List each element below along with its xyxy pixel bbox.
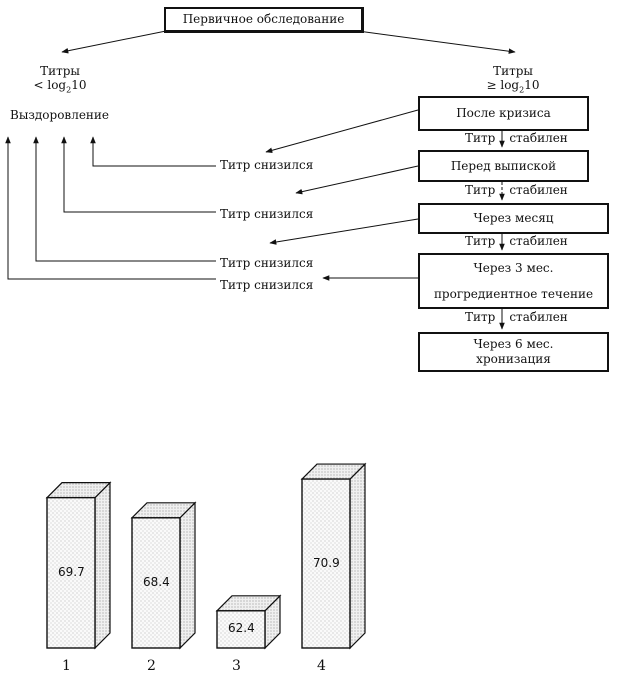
diagram-connectors xyxy=(5,30,516,330)
bar-side-1 xyxy=(94,481,111,650)
right-branch-line1: Титры xyxy=(493,64,533,78)
left-branch-line2: < log210 xyxy=(33,78,87,95)
bar-3 xyxy=(216,610,266,649)
return-line-2 xyxy=(61,136,216,213)
bar-value-label: 69.7 xyxy=(58,564,85,579)
bar-value-label: 70.9 xyxy=(313,555,340,570)
step-label: Через 6 мес. xyxy=(473,337,554,351)
step-label: хронизация xyxy=(476,352,551,366)
decreased-label-1: Титр снизился xyxy=(220,158,314,172)
arrow-step3-decrease xyxy=(269,218,419,245)
step-box-after-crisis: После кризиса xyxy=(418,96,589,131)
bar-side-4 xyxy=(349,462,366,650)
bar-category-label: 2 xyxy=(147,658,156,674)
step-box-six-months: Через 6 мес. хронизация xyxy=(418,332,609,372)
bar-category-label: 4 xyxy=(317,658,326,674)
step-label: прогредиентное течение xyxy=(433,286,594,301)
step-label: После кризиса xyxy=(456,106,551,120)
bar-4 xyxy=(301,478,351,649)
primary-examination-label: Первичное обследование xyxy=(182,12,345,26)
return-line-4 xyxy=(5,136,216,280)
step-label: Через месяц xyxy=(473,211,554,225)
arrow-root-right xyxy=(357,30,516,54)
return-line-1 xyxy=(90,136,216,167)
step-box-after-month: Через месяц xyxy=(418,203,609,234)
step-box-three-months: Через 3 мес. прогредиентное течение xyxy=(418,253,609,309)
arrow-step2-decrease xyxy=(295,165,419,195)
step-label: Через 3 мес. xyxy=(473,260,554,275)
decreased-label-3: Титр снизился xyxy=(220,256,314,270)
left-branch-label: Титры < log210 xyxy=(30,64,90,94)
recovery-label: Выздоровление xyxy=(10,108,110,122)
bar-2 xyxy=(131,517,181,649)
arrow-root-left xyxy=(61,30,167,54)
decreased-label-2: Титр снизился xyxy=(220,207,314,221)
step-box-before-discharge: Перед выпиской xyxy=(418,150,589,182)
bar-category-label: 3 xyxy=(232,658,241,674)
arrow-step1-decrease xyxy=(265,109,419,154)
left-branch-line1: Титры xyxy=(40,64,80,78)
bar-category-label: 1 xyxy=(62,658,71,674)
return-line-3 xyxy=(33,136,216,262)
bar-1 xyxy=(46,496,96,649)
decreased-label-4: Титр снизился xyxy=(220,278,314,292)
right-branch-label: Титры ≥ log210 xyxy=(478,64,548,94)
bar-value-label: 68.4 xyxy=(143,574,170,589)
bar-side-2 xyxy=(179,501,196,650)
step-label: Перед выпиской xyxy=(450,158,557,173)
right-branch-line2: ≥ log210 xyxy=(486,78,540,95)
bar-value-label: 62.4 xyxy=(228,621,255,636)
primary-examination-box: Первичное обследование xyxy=(164,7,364,33)
